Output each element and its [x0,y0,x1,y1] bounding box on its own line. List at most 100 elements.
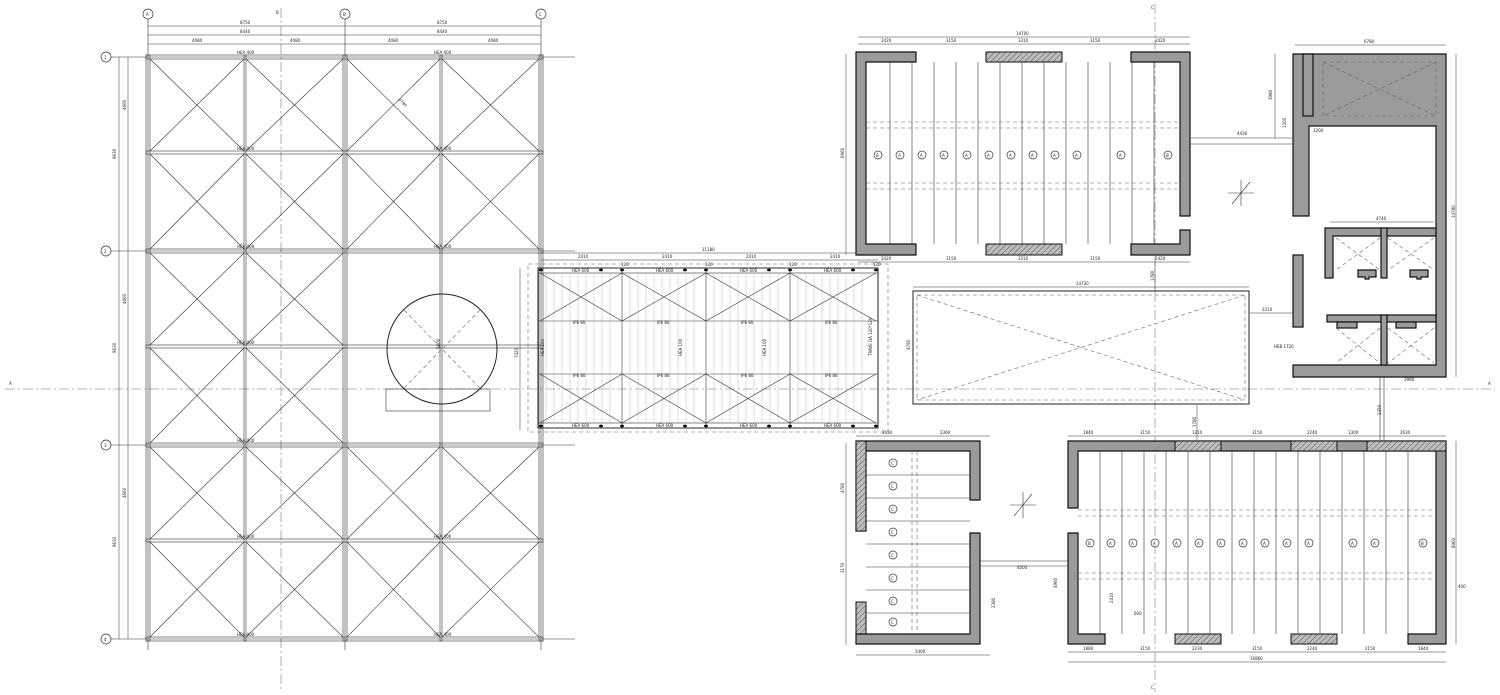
room-top-1: B [876,153,879,158]
dim-shelter-top-seg-3: 3310 [1018,38,1029,43]
dim-sb-depth-2: 2410 [1109,592,1114,603]
dim-bridge-bay-1: 2410 [578,254,589,259]
dim-link-bottom: 4000 [1017,565,1028,570]
dim-bridge-end-2: 120 [705,262,713,267]
tank-outline [386,293,498,405]
dim-link-1: 4430 [1237,131,1248,136]
beam-label-mid4: HEA 400 [237,534,255,539]
room-small-5: C [891,553,894,558]
grid-label-c: C [539,12,542,17]
bridge-beam-bot-3: HEA 600 [740,423,758,428]
room-top-8: A [1031,153,1034,158]
central-slab: 14730 4790 [906,281,1250,405]
diagonal-label: 6780 [397,97,408,108]
dim-shelter-top-seg-5: 2420 [1155,38,1166,43]
bridge-secondary-4: IPE 80 [825,320,838,325]
dim-small-width: 5400 [915,649,926,654]
grid-label-2: 2 [104,249,107,254]
room-small-8: C [891,620,894,625]
section-mark-a-left: A [9,381,12,386]
dim-small-h-1: 4780 [840,482,845,493]
bridge-secondary-1: IPE 80 [573,320,586,325]
section-mark-a-right: A [1488,381,1491,386]
dim-top-sub-2: 8440 [437,29,448,34]
small-shelter: 2630 2360 5400 4780 3170 2380 C C C C C … [840,430,996,656]
dim-sb-top-6: 1300 [1348,430,1359,435]
dim-core-off-2: 1300 [1282,117,1287,128]
dim-bridge-end-1: 120 [621,262,629,267]
section-mark-b: B [276,10,279,15]
orientation-marker-2 [1010,492,1036,518]
dim-slab-depth: 4790 [906,339,911,350]
beam-label-row2-a: HEA 400 [237,244,255,249]
beam-label-row1-a: HEA 400 [237,50,255,55]
bridge-secondary-3: IPE 80 [741,320,754,325]
section-mark-c-bottom: C [1151,685,1154,690]
bridge-secondary-2: IPE 80 [657,320,670,325]
room-bottom-11: A [1307,541,1310,546]
beam-label-row1-b: HEA 400 [434,50,452,55]
dim-left-sub-1: 4660 [122,99,127,110]
room-top-9: A [1053,153,1056,158]
dim-sb-bot-1: 1880 [1083,646,1094,651]
bridge-beam-bot-1: HEA 600 [572,423,590,428]
cross-ref-note: HEB 1720 [1274,344,1294,349]
room-bottom-2: A [1109,541,1112,546]
room-bottom-8: A [1241,541,1244,546]
reference-axes: A A B C C [5,4,1495,692]
room-top-3: A [920,153,923,158]
dim-shelter-top-height: 6960 [840,147,845,158]
bridge-secondary-8: IPE 80 [825,373,838,378]
dim-core-off-4: 3980 [1404,377,1415,382]
dim-sb-bot-7: 1840 [1418,646,1429,651]
room-small-3: C [891,507,894,512]
bridge-beam-bot-2: HEA 600 [656,423,674,428]
dim-shelter-bot-seg-2: 3150 [946,256,957,261]
room-bottom-9: A [1263,541,1266,546]
dim-bridge-bay-2: 2410 [662,254,673,259]
bridge-beam-top-4: HEA 600 [824,268,842,273]
bridge-cross-2: HEA 100 [678,338,683,356]
orientation-marker-1 [1228,180,1254,206]
dim-bridge-bay-4: 2410 [830,254,841,259]
room-bottom-10: A [1285,541,1288,546]
room-bottom-4: A [1153,541,1156,546]
grid-label-b: B [343,12,346,17]
dim-sb-bot-6: 2150 [1365,646,1376,651]
beam-label-mid1: HEA 400 [237,146,255,151]
dim-link-4: 3310 [1262,307,1273,312]
dim-sb-bot-2: 3150 [1140,646,1151,651]
room-bottom-7: A [1219,541,1222,546]
room-small-6: C [891,576,894,581]
dim-bridge-end-3: 120 [789,262,797,267]
dim-top-half-4: 4080 [488,38,499,43]
dim-bridge-total: 11180 [702,247,715,252]
section-mark-c-top: C [1151,5,1154,10]
dim-sb-top-3: 1210 [1192,430,1203,435]
bridge-secondary-6: IPE 80 [657,373,670,378]
dim-shelter-top-seg-4: 3150 [1090,38,1101,43]
dim-bridge-depth: 7420 [514,347,519,358]
dim-shelter-bot-seg-5: 2420 [1155,256,1166,261]
beam-label-row2-b: HEA 400 [434,244,452,249]
room-top-12: B [1166,153,1169,158]
grid-label-a: A [146,12,149,17]
dim-small-top-2: 2360 [940,430,951,435]
room-bottom-13: A [1373,541,1376,546]
bridge-beam-top-3: HEA 600 [740,268,758,273]
room-bottom-1: B [1088,541,1091,546]
dim-small-h-3: 2380 [991,597,996,608]
room-bottom-6: A [1197,541,1200,546]
dim-sb-total: 16860 [1250,656,1263,661]
beam-label-row4-b: HEA 400 [434,632,452,637]
dim-sb-top-4: 3150 [1252,430,1263,435]
dim-core-inner: 4740 [1376,216,1387,221]
room-small-2: C [891,484,894,489]
room-bottom-14: B [1421,541,1424,546]
tank-base [385,388,491,412]
dim-shelter-bot-seg-1: 2420 [881,256,892,261]
dim-core-off-1: 3980 [1268,89,1273,100]
dim-top-half-1: 4080 [192,38,203,43]
bridge-cross-3: HEA 100 [762,338,767,356]
bridge-beam-bot-4: HEA 600 [824,423,842,428]
